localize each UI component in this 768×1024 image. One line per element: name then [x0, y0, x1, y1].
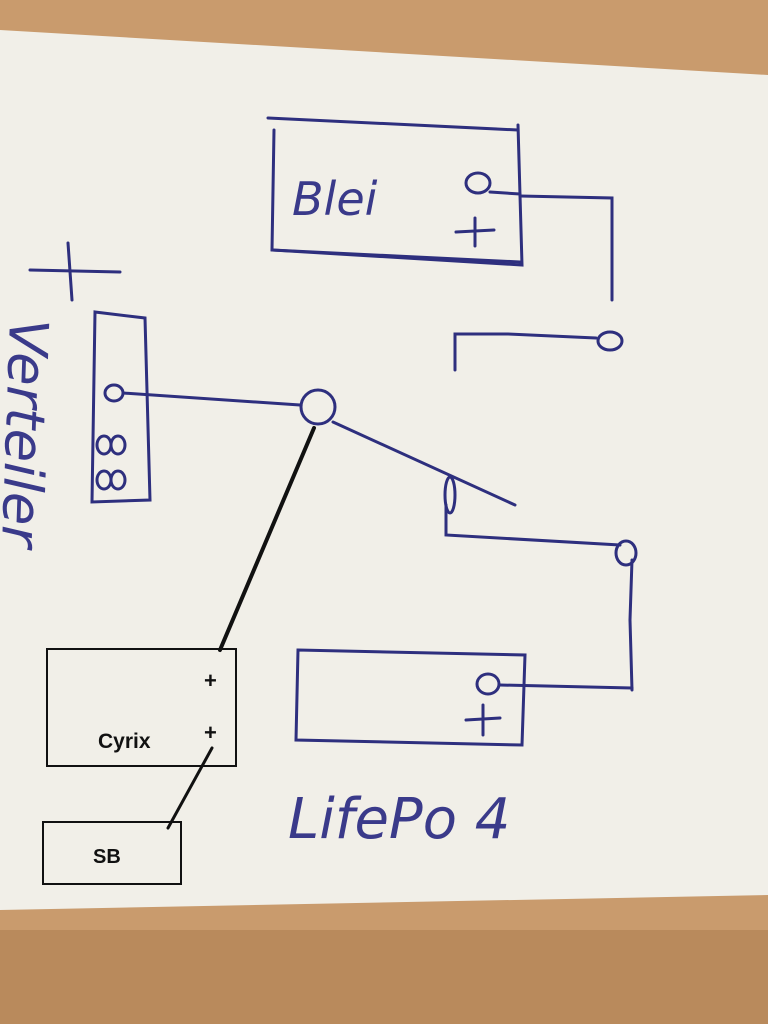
- sb-wire: [166, 746, 214, 830]
- blei-battery: [266, 116, 614, 302]
- paper-sheet: [0, 30, 768, 910]
- desk-grain: [0, 930, 768, 1024]
- sb-box: [42, 821, 182, 885]
- cyrix-wire-top: [218, 426, 316, 652]
- cyrix-plus-top: +: [204, 668, 217, 693]
- blei-switch-wire: [453, 330, 624, 372]
- lifepo-label: LifePo 4: [288, 787, 510, 852]
- verteiler-label: Verteiler: [0, 318, 60, 552]
- central-wiring: [121, 388, 638, 692]
- verteiler-block: [28, 241, 152, 504]
- cyrix-plus-bottom: +: [204, 720, 217, 745]
- blei-label: Blei: [292, 172, 378, 226]
- sb-label: SB: [93, 846, 121, 868]
- lifepo-battery: [294, 648, 634, 747]
- cyrix-box: [46, 648, 237, 767]
- cyrix-label: Cyrix: [98, 730, 151, 753]
